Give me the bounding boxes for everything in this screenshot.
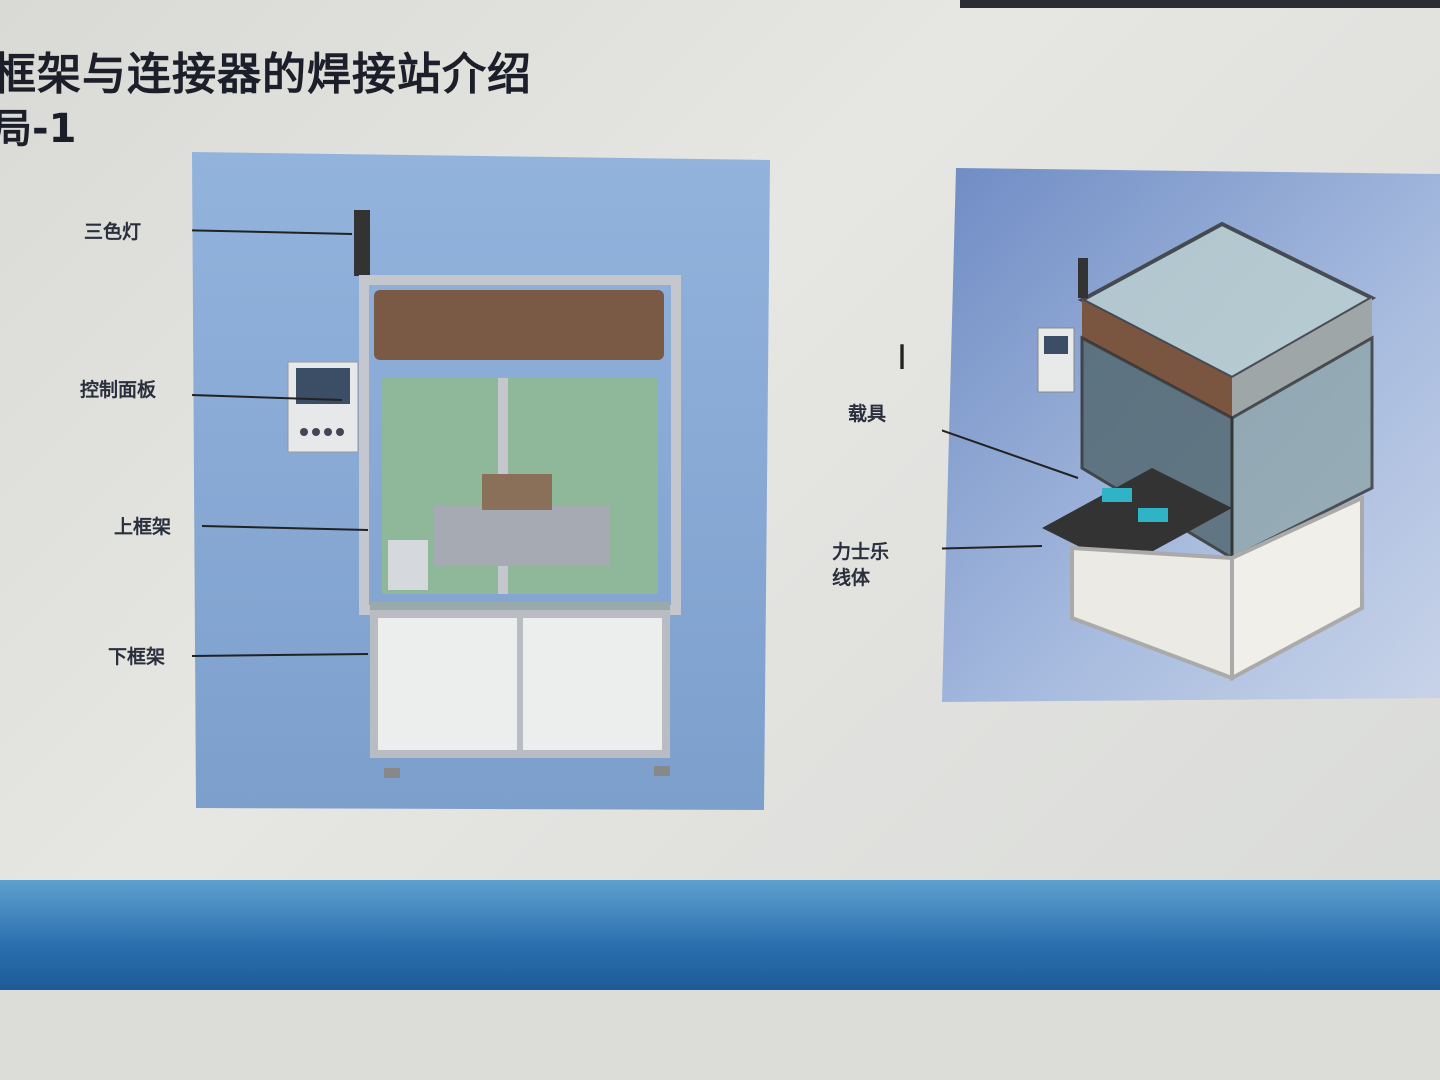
label-lower-frame: 下框架 [108, 646, 166, 668]
decorative-blue-band [0, 880, 1440, 990]
label-conveyor-line1: 力士乐 [832, 541, 890, 563]
text-cursor-icon: I [897, 338, 908, 378]
brown-top-panel [374, 290, 664, 360]
label-control-panel: 控制面板 [80, 379, 157, 401]
label-fixture: 载具 [848, 403, 887, 425]
isometric-view-diagram [942, 168, 1440, 702]
monitor-bezel-edge [960, 0, 1440, 8]
conveyor [1042, 468, 1232, 568]
slide-subtitle: 局-1 [0, 106, 77, 152]
label-upper-frame: 上框架 [114, 516, 172, 538]
label-conveyor-line2: 线体 [832, 567, 871, 589]
front-view-diagram [192, 152, 770, 810]
slide-title: 框架与连接器的焊接站介绍 [0, 49, 532, 100]
label-tower-light: 三色灯 [84, 221, 142, 243]
slide-footer [0, 990, 1440, 1080]
brown-panel [1082, 300, 1232, 418]
tower-light [354, 210, 370, 276]
